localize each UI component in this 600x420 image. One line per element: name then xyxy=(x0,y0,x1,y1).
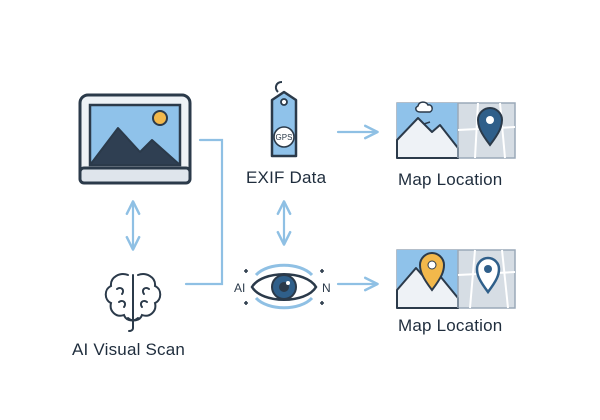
eye-right-text: N xyxy=(322,281,331,295)
connector-photo-to-eye xyxy=(184,138,224,286)
ai-visual-scan-label: AI Visual Scan xyxy=(72,340,186,359)
map-with-pins-icon xyxy=(396,249,516,309)
brain-icon xyxy=(104,273,162,332)
map-location-label-top: Map Location xyxy=(398,170,503,189)
eye-scan-icon: AI N xyxy=(234,263,331,310)
map-with-pin-icon xyxy=(396,101,516,159)
eye-left-text: AI xyxy=(234,281,245,295)
gps-tag-icon: GPS xyxy=(270,81,298,158)
connector-lines xyxy=(125,124,379,292)
map-location-label-bottom: Map Location xyxy=(398,316,503,335)
gps-tag-text: GPS xyxy=(276,133,293,142)
image-frame-icon xyxy=(78,93,192,185)
exif-data-label: EXIF Data xyxy=(246,168,327,187)
